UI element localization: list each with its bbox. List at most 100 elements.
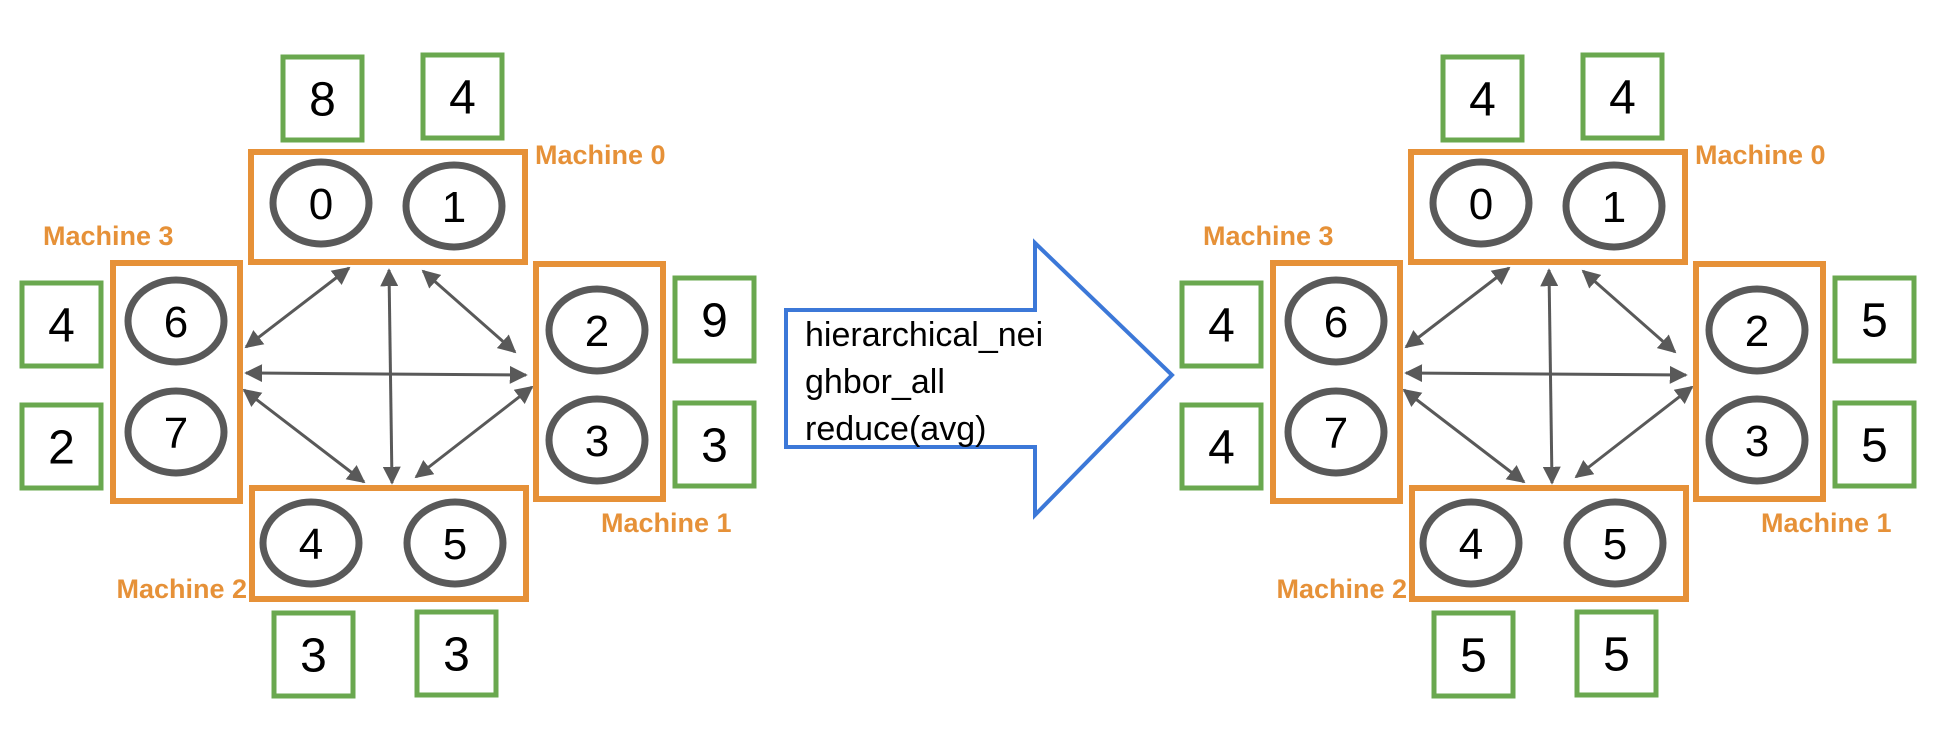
big-arrow-shape (784, 238, 1175, 520)
machine-2: Machine 2 4 5 5 5 (1276, 485, 1689, 699)
connection-arrow (244, 266, 351, 349)
machine-label: Machine 0 (535, 140, 666, 170)
rank-node (269, 158, 373, 248)
connection-arrow (1404, 266, 1511, 349)
value-box (672, 400, 757, 489)
connection-arrow (380, 268, 401, 485)
rank-node (403, 498, 507, 588)
machine-box (249, 485, 529, 602)
rank-node (1284, 276, 1388, 366)
machine-label: Machine 1 (601, 508, 732, 538)
rank-id: 7 (164, 409, 188, 458)
rank-node (1429, 158, 1533, 248)
rank-node (259, 498, 363, 588)
rank-node (1284, 387, 1388, 477)
machine-box (248, 149, 528, 265)
value-box (1179, 280, 1264, 369)
value-box (19, 280, 104, 369)
operation-label-line-1: hierarchical_nei (805, 316, 1043, 354)
operation-label-line-2: ghbor_all (805, 363, 945, 401)
value-box (19, 402, 104, 491)
machine-box (1408, 149, 1688, 265)
rank-id: 1 (1602, 183, 1626, 232)
rank-id: 2 (1745, 307, 1769, 356)
value-box (672, 275, 757, 364)
value-box (420, 52, 505, 141)
tensor-value: 2 (48, 422, 75, 475)
connection-arrow (414, 385, 534, 479)
tensor-value: 9 (701, 295, 728, 348)
value-box (1431, 610, 1516, 699)
machine-1: Machine 1 2 3 9 3 (533, 261, 757, 538)
rank-node (1562, 161, 1666, 251)
tensor-value: 8 (309, 74, 336, 127)
rank-id: 2 (585, 307, 609, 356)
operation-arrow: hierarchical_nei ghbor_all reduce(avg) (784, 238, 1175, 520)
value-box (280, 54, 365, 143)
machine-3: Machine 3 6 7 4 2 (19, 221, 243, 504)
rank-id: 5 (443, 520, 467, 569)
rank-id: 5 (1603, 520, 1627, 569)
connection-arrow (1404, 364, 1688, 384)
tensor-value: 4 (1609, 72, 1636, 125)
machine-label: Machine 0 (1695, 140, 1826, 170)
rank-node (1705, 285, 1809, 375)
rank-node (1419, 498, 1523, 588)
rank-id: 3 (585, 417, 609, 466)
tensor-value: 3 (701, 420, 728, 473)
tensor-value: 4 (1208, 300, 1235, 353)
connection-arrow (1574, 385, 1694, 479)
connection-arrow (1402, 388, 1526, 484)
tensor-value: 3 (443, 629, 470, 682)
machine-box (1693, 261, 1826, 502)
value-box (1179, 402, 1264, 491)
rank-id: 7 (1324, 409, 1348, 458)
rank-node (124, 387, 228, 477)
rank-id: 0 (309, 180, 333, 229)
value-box (1574, 609, 1659, 698)
rank-node (1705, 395, 1809, 485)
machine-label: Machine 2 (1276, 574, 1407, 604)
rank-node (124, 276, 228, 366)
tensor-value: 4 (1208, 422, 1235, 475)
rank-node (545, 285, 649, 375)
connection-arrow (244, 364, 528, 384)
machine-label: Machine 3 (43, 221, 174, 251)
value-box (414, 609, 499, 698)
rank-node (1563, 498, 1667, 588)
machine-box (1409, 485, 1689, 602)
rank-node (402, 161, 506, 251)
machine-box (1270, 260, 1403, 504)
rank-node (545, 395, 649, 485)
connection-arrow (421, 269, 517, 354)
rank-id: 3 (1745, 417, 1769, 466)
value-box (1440, 54, 1525, 143)
machine-box (110, 260, 243, 504)
value-box (1832, 400, 1917, 489)
tensor-value: 5 (1861, 295, 1888, 348)
tensor-value: 5 (1603, 629, 1630, 682)
connection-arrow (242, 388, 366, 484)
machine-box (533, 261, 666, 502)
rank-id: 6 (164, 298, 188, 347)
tensor-value: 3 (300, 630, 327, 683)
rank-id: 6 (1324, 298, 1348, 347)
tensor-value: 4 (48, 300, 75, 353)
value-box (1580, 52, 1665, 141)
machine-label: Machine 2 (116, 574, 247, 604)
machine-label: Machine 3 (1203, 221, 1334, 251)
rank-id: 1 (442, 183, 466, 232)
tensor-value: 5 (1460, 630, 1487, 683)
value-box (271, 610, 356, 699)
connection-arrow (1540, 268, 1561, 485)
machine-label: Machine 1 (1761, 508, 1892, 538)
operation-label-line-3: reduce(avg) (805, 410, 986, 448)
rank-id: 0 (1469, 180, 1493, 229)
rank-id: 4 (1459, 520, 1483, 569)
